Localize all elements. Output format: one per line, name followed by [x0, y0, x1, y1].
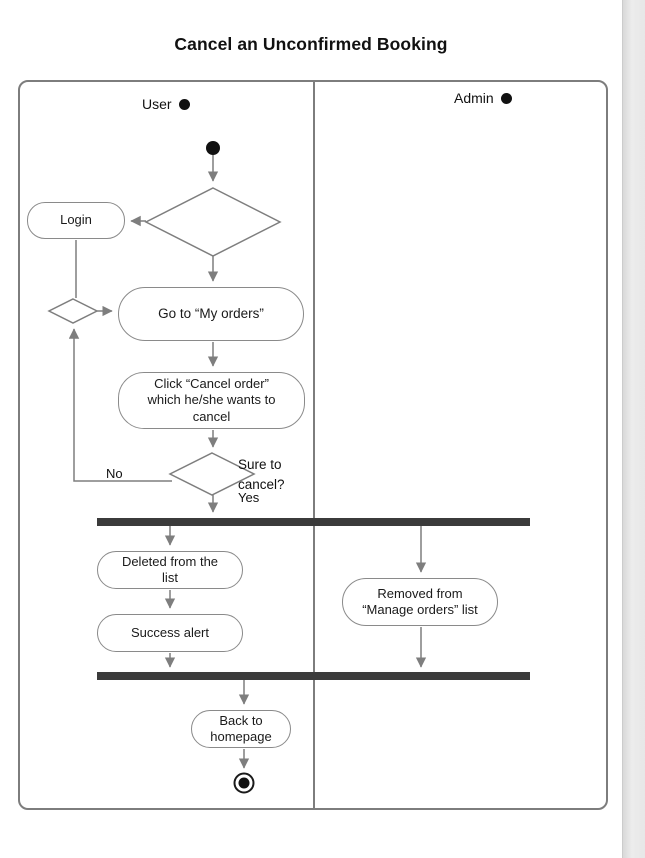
activity-go-to-my-orders: Go to “My orders” — [118, 287, 304, 341]
activity-removed-from-manage-orders: Removed from “Manage orders” list — [342, 578, 498, 626]
lane-header-user: User — [142, 96, 190, 112]
scrollbar-track[interactable] — [622, 0, 645, 858]
diagram-title: Cancel an Unconfirmed Booking — [174, 34, 448, 54]
lane-admin-label: Admin — [454, 90, 494, 106]
activity-deleted-from-list: Deleted from the list — [97, 551, 243, 589]
lane-header-admin: Admin — [454, 90, 512, 106]
user-actor-dot-icon — [178, 98, 190, 110]
activity-login: Login — [27, 202, 125, 239]
activity-click-cancel-order: Click “Cancel order” which he/she wants … — [118, 372, 305, 429]
activity-back-to-homepage: Back to homepage — [191, 710, 291, 748]
admin-actor-dot-icon — [500, 92, 512, 104]
lane-divider — [313, 80, 315, 810]
edge-label-yes: Yes — [238, 490, 260, 505]
activity-success-alert: Success alert — [97, 614, 243, 652]
decision-question-label: Sure to cancel? — [238, 457, 285, 492]
edge-label-no: No — [106, 466, 123, 481]
lane-user-label: User — [142, 96, 172, 112]
